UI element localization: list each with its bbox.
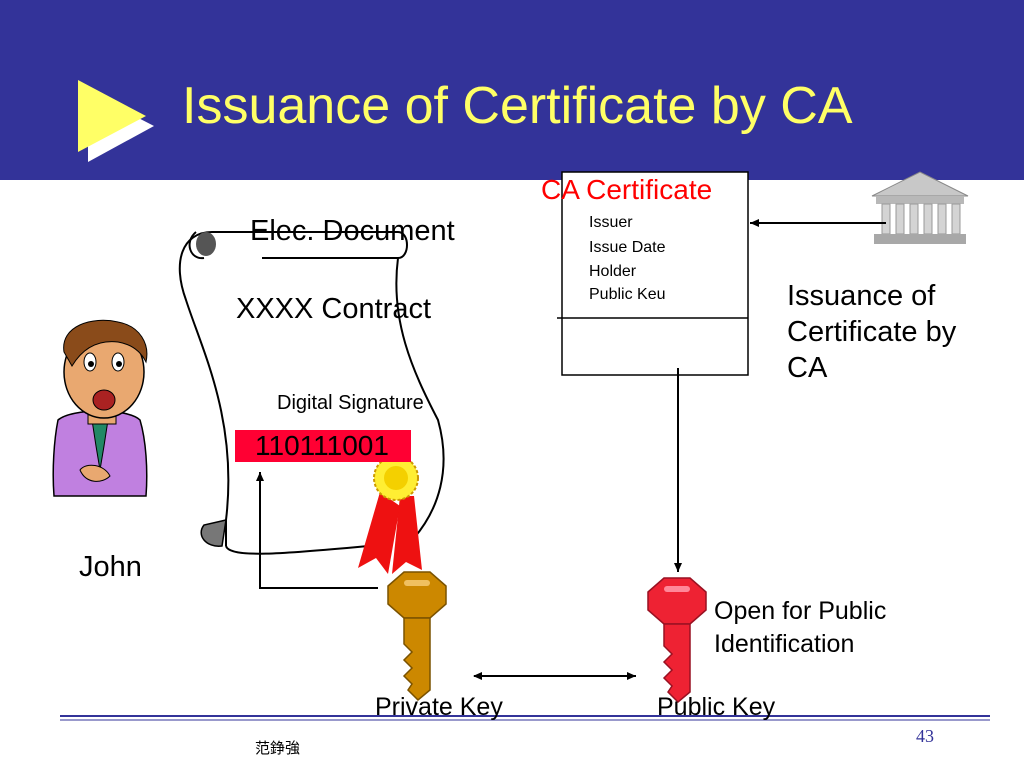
ca-field-issuer: Issuer xyxy=(589,214,633,231)
digital-signature-label: Digital Signature xyxy=(277,392,424,414)
issuance-line-2: Certificate by xyxy=(787,316,957,348)
man-cartoon-icon xyxy=(52,319,148,497)
private-key-label: Private Key xyxy=(375,693,503,721)
signature-bits: 110111001 xyxy=(235,430,411,462)
issuance-line-1: Issuance of xyxy=(787,280,936,312)
scroll-document-icon xyxy=(178,231,445,555)
open-line-2: Identification xyxy=(714,630,855,658)
issuance-line-3: CA xyxy=(787,352,828,384)
open-line-1: Open for Public xyxy=(714,597,887,625)
issuance-label: Issuance of Certificate by CA xyxy=(787,278,956,386)
ca-field-public-key: Public Keu xyxy=(589,286,666,303)
arrow-private-key-to-signature xyxy=(256,472,378,589)
slide-header xyxy=(0,0,1024,180)
document-contract: XXXX Contract xyxy=(236,293,432,325)
ca-field-holder: Holder xyxy=(589,263,637,280)
page-number: 43 xyxy=(916,726,934,746)
footer-author: 范錚強 xyxy=(255,739,301,757)
slide-title: Issuance of Certificate by CA xyxy=(182,77,853,135)
person-name: John xyxy=(79,551,142,583)
public-key-label: Public Key xyxy=(657,693,776,721)
document-title: Elec. Document xyxy=(250,215,455,247)
ca-certificate-box xyxy=(561,171,749,376)
ca-field-issue-date: Issue Date xyxy=(589,239,666,256)
public-key-icon xyxy=(647,577,707,704)
award-ribbon-icon xyxy=(358,455,422,574)
bank-building-icon xyxy=(871,171,969,244)
private-key-icon xyxy=(387,571,447,702)
ca-certificate-title: CA Certificate xyxy=(541,174,713,205)
play-triangle-icon xyxy=(78,80,154,162)
open-label: Open for Public Identification xyxy=(714,595,886,661)
